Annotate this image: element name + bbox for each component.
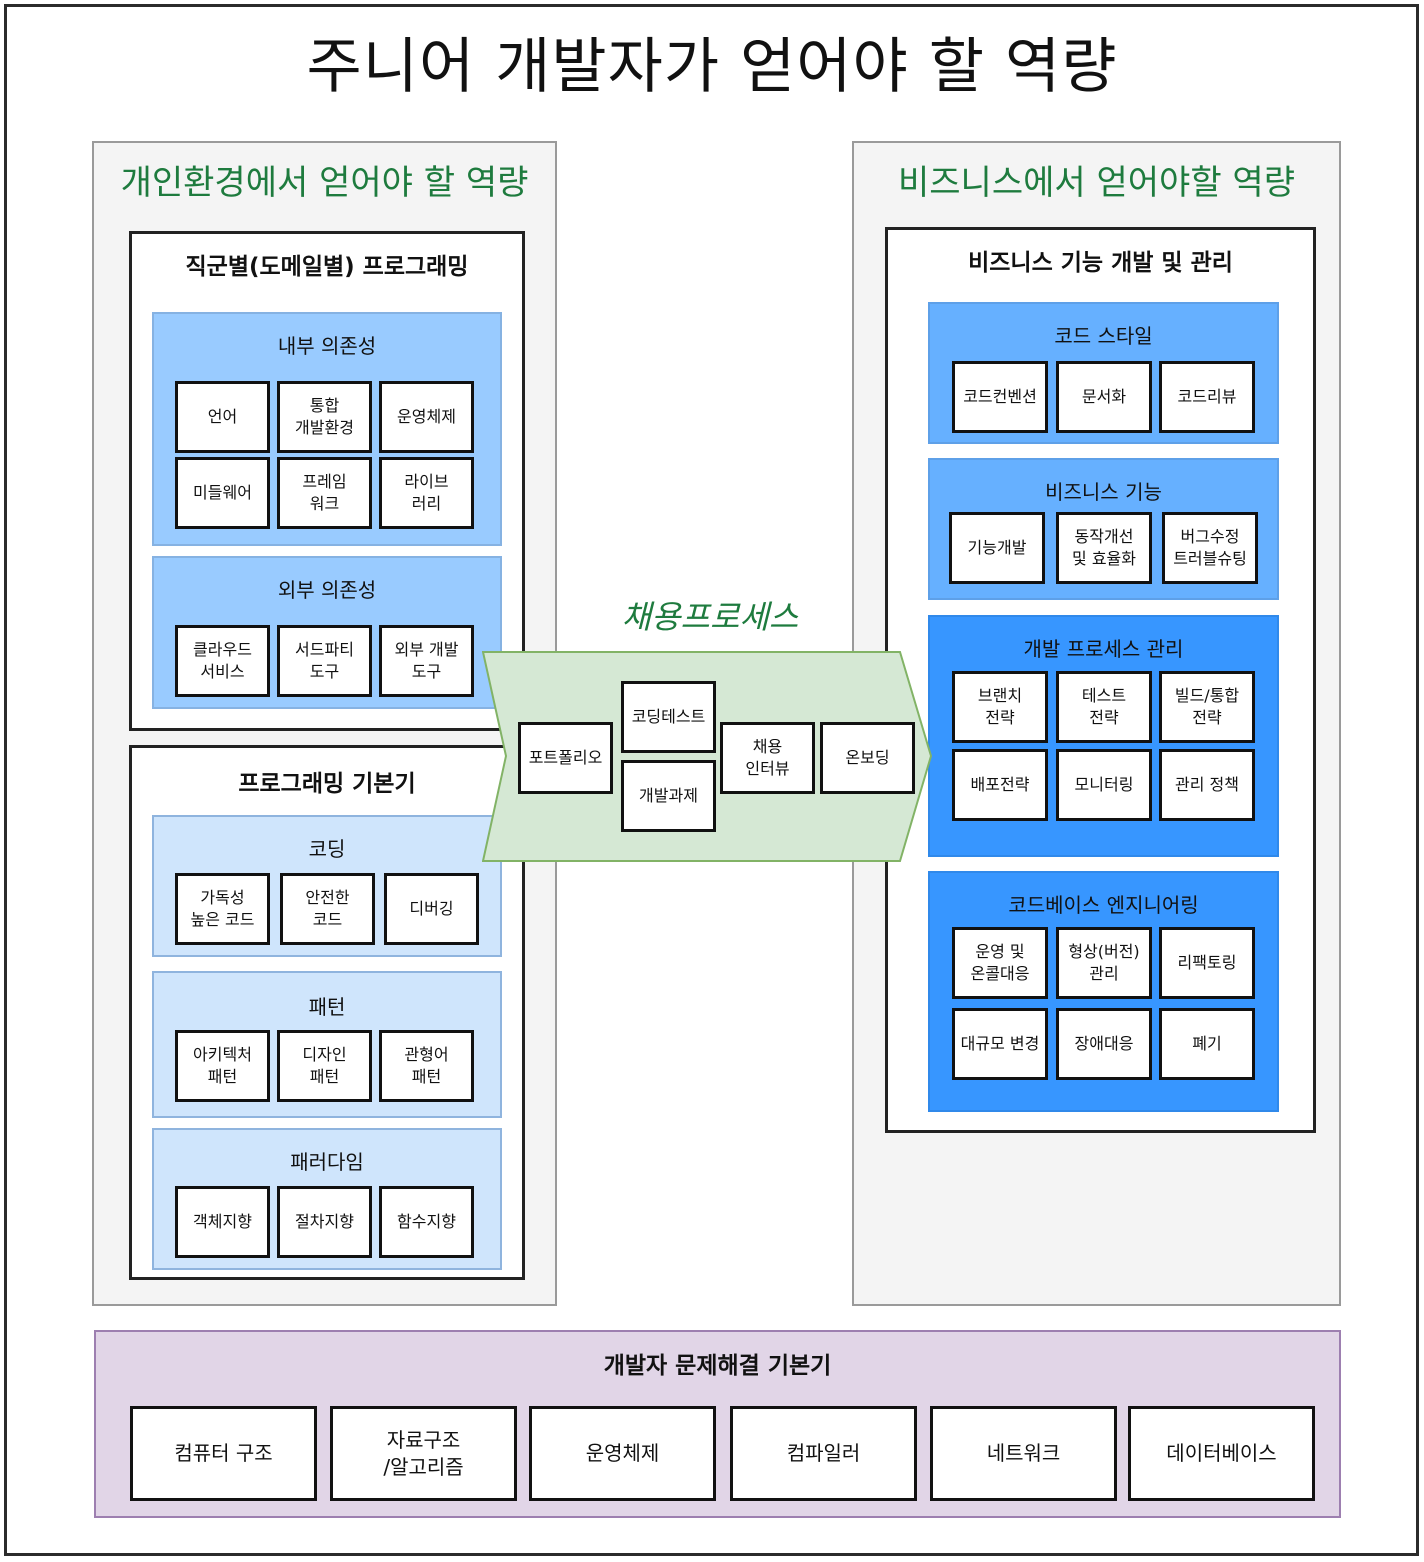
item-framework: 프레임 워크 [277, 457, 372, 529]
group-title: 개발 프로세스 관리 [1023, 637, 1184, 661]
hiring-process-arrow [482, 651, 932, 862]
group-title: 패턴 [308, 995, 346, 1019]
step-onboarding: 온보딩 [820, 722, 915, 794]
group-title: 코드베이스 엔지니어링 [1008, 893, 1199, 917]
group-title: 내부 의존성 [277, 334, 377, 358]
item-version-management: 형상(버전) 관리 [1056, 927, 1152, 999]
arrow-shape [482, 651, 932, 862]
item-build-integration-strategy: 빌드/통합 전략 [1159, 671, 1255, 743]
step-coding-test: 코딩테스트 [621, 681, 716, 753]
step-interview: 채용 인터뷰 [720, 722, 815, 794]
group-title: 패러다임 [290, 1150, 364, 1174]
domain-programming-title: 직군별(도메일별) 프로그래밍 [185, 254, 469, 280]
item-os: 운영체제 [379, 381, 474, 453]
item-readable-code: 가독성 높은 코드 [175, 873, 270, 945]
foundation-data-structures-algorithms: 자료구조 /알고리즘 [330, 1406, 517, 1501]
item-monitoring: 모니터링 [1056, 749, 1152, 821]
foundation-computer-architecture: 컴퓨터 구조 [130, 1406, 317, 1501]
item-object-oriented: 객체지향 [175, 1186, 270, 1258]
item-code-review: 코드리뷰 [1159, 361, 1255, 433]
item-debugging: 디버깅 [384, 873, 479, 945]
item-test-strategy: 테스트 전략 [1056, 671, 1152, 743]
item-architecture-pattern: 아키텍처 패턴 [175, 1030, 270, 1102]
item-design-pattern: 디자인 패턴 [277, 1030, 372, 1102]
item-code-convention: 코드컨벤션 [952, 361, 1048, 433]
group-title: 코드 스타일 [1054, 324, 1153, 348]
item-deprecation: 폐기 [1159, 1008, 1255, 1080]
foundation-title: 개발자 문제해결 기본기 [603, 1353, 832, 1379]
item-functional: 함수지향 [379, 1186, 474, 1258]
step-portfolio: 포트폴리오 [518, 722, 613, 794]
item-safe-code: 안전한 코드 [280, 873, 375, 945]
item-documentation: 문서화 [1056, 361, 1152, 433]
item-deploy-strategy: 배포전략 [952, 749, 1048, 821]
diagram-title: 주니어 개발자가 얻어야 할 역량 [306, 32, 1118, 102]
item-bugfix-troubleshooting: 버그수정 트러블슈팅 [1162, 512, 1258, 584]
foundation-network: 네트워크 [930, 1406, 1117, 1501]
programming-basics-title: 프로그래밍 기본기 [238, 771, 416, 797]
step-dev-assignment: 개발과제 [621, 760, 716, 832]
group-title: 비즈니스 기능 [1045, 480, 1162, 504]
problem-solving-foundation: 개발자 문제해결 기본기 컴퓨터 구조 자료구조 /알고리즘 운영체제 컴파일러… [94, 1330, 1341, 1518]
item-language: 언어 [175, 381, 270, 453]
hiring-process-title: 채용프로세스 [621, 598, 799, 636]
item-idiom-pattern: 관형어 패턴 [379, 1030, 474, 1102]
foundation-compiler: 컴파일러 [730, 1406, 917, 1501]
group-title: 외부 의존성 [277, 578, 377, 602]
item-third-party-tools: 서드파티 도구 [277, 625, 372, 697]
item-large-scale-change: 대규모 변경 [952, 1008, 1048, 1080]
item-behavior-improvement: 동작개선 및 효율화 [1056, 512, 1152, 584]
item-external-dev-tools: 외부 개발 도구 [379, 625, 474, 697]
item-middleware: 미들웨어 [175, 457, 270, 529]
group-title: 코딩 [308, 837, 346, 861]
item-library: 라이브 러리 [379, 457, 474, 529]
item-ops-oncall: 운영 및 온콜대응 [952, 927, 1048, 999]
item-procedural: 절차지향 [277, 1186, 372, 1258]
item-refactoring: 리팩토링 [1159, 927, 1255, 999]
foundation-database: 데이터베이스 [1128, 1406, 1315, 1501]
item-cloud-service: 클라우드 서비스 [175, 625, 270, 697]
foundation-operating-system: 운영체제 [529, 1406, 716, 1501]
item-ide: 통합 개발환경 [277, 381, 372, 453]
item-feature-development: 기능개발 [949, 512, 1045, 584]
item-branch-strategy: 브랜치 전략 [952, 671, 1048, 743]
business-dev-title: 비즈니스 기능 개발 및 관리 [968, 250, 1233, 276]
business-panel-title: 비즈니스에서 얻어야할 역량 [898, 163, 1295, 203]
item-incident-response: 장애대응 [1056, 1008, 1152, 1080]
item-management-policy: 관리 정책 [1159, 749, 1255, 821]
personal-panel-title: 개인환경에서 얻어야 할 역량 [120, 163, 529, 203]
